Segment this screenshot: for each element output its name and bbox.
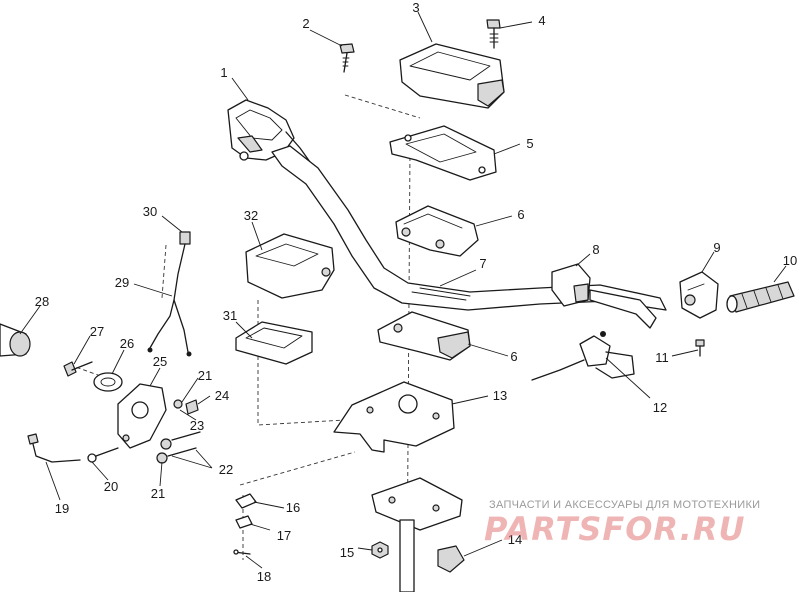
callout-30: 30 bbox=[143, 204, 157, 219]
callout-2: 2 bbox=[302, 16, 309, 31]
callout-6-lower: 6 bbox=[510, 349, 517, 364]
callout-23: 23 bbox=[190, 418, 204, 433]
steering-post bbox=[371, 477, 465, 592]
callouts: 1 2 3 4 5 6 6 7 8 9 10 11 12 13 14 15 16… bbox=[35, 0, 797, 584]
upper-handlebar-clamp bbox=[395, 205, 479, 257]
callout-15: 15 bbox=[340, 545, 354, 560]
watermark-tagline: ЗАПЧАСТИ И АКСЕССУАРЫ ДЛЯ МОТОТЕХНИКИ bbox=[489, 499, 761, 511]
callout-14: 14 bbox=[508, 532, 522, 547]
leader-lines bbox=[19, 11, 787, 569]
callout-18: 18 bbox=[257, 569, 271, 584]
callout-25: 25 bbox=[153, 354, 167, 369]
callout-24: 24 bbox=[215, 388, 229, 403]
bolt-2 bbox=[339, 43, 355, 73]
callout-12: 12 bbox=[653, 400, 667, 415]
callout-21-upper: 21 bbox=[198, 368, 212, 383]
callout-4: 4 bbox=[538, 13, 545, 28]
control-clamp bbox=[551, 263, 591, 307]
throttle-housing bbox=[679, 271, 719, 319]
callout-21-lower: 21 bbox=[151, 486, 165, 501]
watermark-logo: PARTSFOR.RU bbox=[484, 510, 746, 548]
meter-bezel-base bbox=[235, 321, 313, 365]
meter-housing bbox=[245, 233, 335, 299]
hand-grip bbox=[726, 281, 795, 313]
speedometer-body bbox=[0, 323, 31, 357]
speedometer-cable bbox=[27, 433, 81, 463]
speedometer-bracket bbox=[117, 383, 167, 449]
callout-6-upper: 6 bbox=[517, 207, 524, 222]
callout-13: 13 bbox=[493, 388, 507, 403]
clip-16 bbox=[235, 493, 257, 509]
grommet bbox=[93, 372, 123, 392]
pin-18 bbox=[233, 549, 251, 555]
callout-5: 5 bbox=[526, 136, 533, 151]
callout-10: 10 bbox=[783, 253, 797, 268]
nut-15 bbox=[371, 541, 389, 559]
callout-22: 22 bbox=[219, 462, 233, 477]
engine-stop-switch bbox=[531, 331, 635, 381]
bolt-4 bbox=[486, 19, 501, 49]
callout-26: 26 bbox=[120, 336, 134, 351]
handlebar-cover-pad bbox=[399, 43, 505, 109]
mount-bracket-plate bbox=[333, 381, 455, 453]
callout-20: 20 bbox=[104, 479, 118, 494]
clip-17 bbox=[235, 515, 253, 529]
screw-11 bbox=[695, 339, 705, 357]
callout-29: 29 bbox=[115, 275, 129, 290]
nuts-and-studs bbox=[145, 399, 201, 464]
upper-mount-plate bbox=[389, 125, 497, 181]
bolt-27 bbox=[63, 361, 93, 377]
callout-1: 1 bbox=[220, 65, 227, 80]
callout-19: 19 bbox=[55, 501, 69, 516]
callout-27: 27 bbox=[90, 324, 104, 339]
bolt-20 bbox=[87, 447, 119, 463]
callout-7: 7 bbox=[479, 256, 486, 271]
callout-9: 9 bbox=[713, 240, 720, 255]
left-switch-housing bbox=[227, 99, 311, 163]
callout-17: 17 bbox=[277, 528, 291, 543]
handlebar bbox=[271, 145, 667, 311]
wiring-harness bbox=[147, 231, 192, 357]
callout-16: 16 bbox=[286, 500, 300, 515]
callout-28: 28 bbox=[35, 294, 49, 309]
control-lever bbox=[589, 289, 657, 329]
callout-3: 3 bbox=[412, 0, 419, 15]
callout-31: 31 bbox=[223, 308, 237, 323]
lower-handlebar-clamp bbox=[377, 311, 471, 361]
callout-32: 32 bbox=[244, 208, 258, 223]
callout-8: 8 bbox=[592, 242, 599, 257]
callout-11: 11 bbox=[655, 350, 669, 365]
